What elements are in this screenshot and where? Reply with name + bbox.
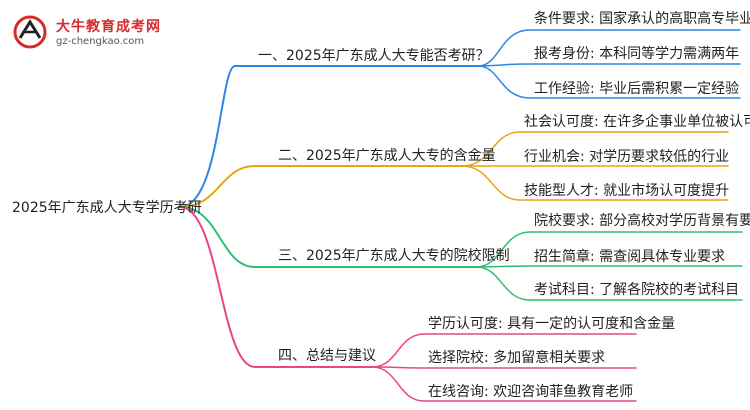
logo-url: gz-chengkao.com (56, 36, 145, 47)
root-topic: 2025年广东成人大专学历考研 (12, 200, 202, 216)
leaf-connector-3-2 (475, 265, 743, 268)
leaf-4-3: 在线咨询: 欢迎咨询菲鱼教育老师 (428, 384, 634, 400)
leaf-4-2: 选择院校: 多加留意相关要求 (428, 350, 606, 366)
leaf-2-2: 行业机会: 对学历要求较低的行业 (524, 149, 730, 165)
leaf-3-3: 考试科目: 了解各院校的考试科目 (534, 282, 740, 298)
branch-connector-2 (179, 165, 463, 208)
leaf-2-3: 技能型人才: 就业市场认可度提升 (524, 183, 730, 199)
branch-connector-3 (179, 206, 477, 268)
logo-title: 大牛教育成考网 (56, 19, 161, 35)
leaf-connector-1-3 (477, 65, 741, 99)
brand-logo: 大牛教育成考网 gz-chengkao.com (12, 12, 182, 52)
leaf-2-1: 社会认可度: 在许多企事业单位被认可 (524, 114, 750, 130)
leaf-1-3: 工作经验: 毕业后需积累一定经验 (534, 81, 740, 97)
branch-connector-1 (179, 65, 479, 208)
leaf-connector-2-1 (461, 131, 729, 167)
leaf-connector-4-2 (371, 366, 637, 369)
leaf-4-1: 学历认可度: 具有一定的认可度和含金量 (428, 316, 676, 332)
branch-topic-1: 一、2025年广东成人大专能否考研？ (258, 48, 490, 64)
logo-mark-icon (13, 15, 47, 49)
leaf-connector-4-3 (371, 366, 637, 402)
leaf-1-1: 条件要求: 国家承认的高职高专毕业学历 (534, 11, 750, 27)
branch-topic-3: 三、2025年广东成人大专的院校限制 (278, 248, 510, 264)
leaf-connector-3-3 (475, 266, 743, 301)
leaf-3-2: 招生简章: 需查阅具体专业要求 (534, 249, 726, 265)
branch-connector-4 (179, 206, 373, 368)
leaf-connector-2-3 (461, 165, 729, 201)
leaf-connector-3-1 (475, 231, 743, 268)
leaf-connector-1-1 (477, 29, 741, 67)
branch-topic-2: 二、2025年广东成人大专的含金量 (278, 148, 496, 164)
leaf-3-1: 院校要求: 部分高校对学历背景有要求 (534, 213, 750, 229)
leaf-connector-1-2 (477, 63, 741, 67)
leaf-connector-4-1 (371, 333, 637, 368)
leaf-1-2: 报考身份: 本科同等学力需满两年 (534, 46, 740, 62)
branch-topic-4: 四、总结与建议 (278, 348, 376, 364)
